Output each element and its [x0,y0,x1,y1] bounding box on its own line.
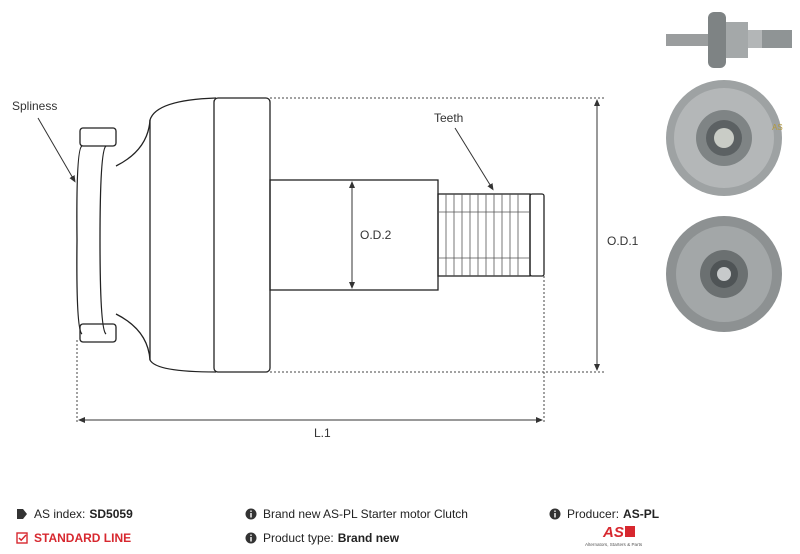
check-icon [16,532,28,544]
od1-label: O.D.1 [607,234,639,248]
logo-text: AS [602,524,624,541]
brand-mark-text: AS [772,123,783,132]
spliness-leader [37,117,76,183]
housing-top-curve [115,97,217,167]
shaft-body [269,179,439,291]
teeth-section [437,193,531,277]
spliness-label: Spliness [12,99,57,113]
producer-value: AS-PL [623,507,660,521]
flange-inner-edge [99,145,107,335]
description-row: Brand new AS-PL Starter motor Clutch [245,507,468,521]
producer-label: Producer: [567,507,620,521]
as-logo-mark: AS Alternators, Starters & Parts [585,524,643,547]
teeth-label: Teeth [434,111,463,125]
teeth-tip [529,193,545,277]
dimension-arrows [37,99,600,423]
extension-lines [76,97,604,424]
tag-icon [17,509,27,519]
as-index-label: AS index: [34,507,86,521]
info-icon [245,532,257,544]
logo-tagline: Alternators, Starters & Parts [585,542,643,547]
as-index-value: SD5059 [89,507,133,521]
product-type-value: Brand new [337,531,400,545]
producer-row: Producer: AS-PL [549,507,659,521]
front-view-photo: AS [666,80,783,196]
teeth-lines [438,194,530,276]
info-icon [549,508,561,520]
main-body [213,97,271,373]
product-type-label: Product type: [263,531,334,545]
side-view-photo [666,12,792,68]
od2-label: O.D.2 [360,228,392,242]
flange-bottom-tab [79,323,117,343]
description-text: Brand new AS-PL Starter motor Clutch [263,507,468,521]
as-logo: AS Alternators, Starters & Parts [583,523,653,549]
flange-outer-edge [76,145,83,335]
standard-line-label: STANDARD LINE [34,531,132,545]
info-icon [245,508,257,520]
as-index-row: AS index: SD5059 [16,507,133,521]
teeth-leader [454,127,494,191]
l1-label: L.1 [314,426,331,440]
standard-line-row: STANDARD LINE [16,531,131,545]
product-type-row: Product type: Brand new [245,531,399,545]
back-view-photo [666,216,782,332]
flange-top-tab [79,127,117,147]
housing-bottom-curve [115,313,217,373]
clutch-outline [76,97,545,373]
